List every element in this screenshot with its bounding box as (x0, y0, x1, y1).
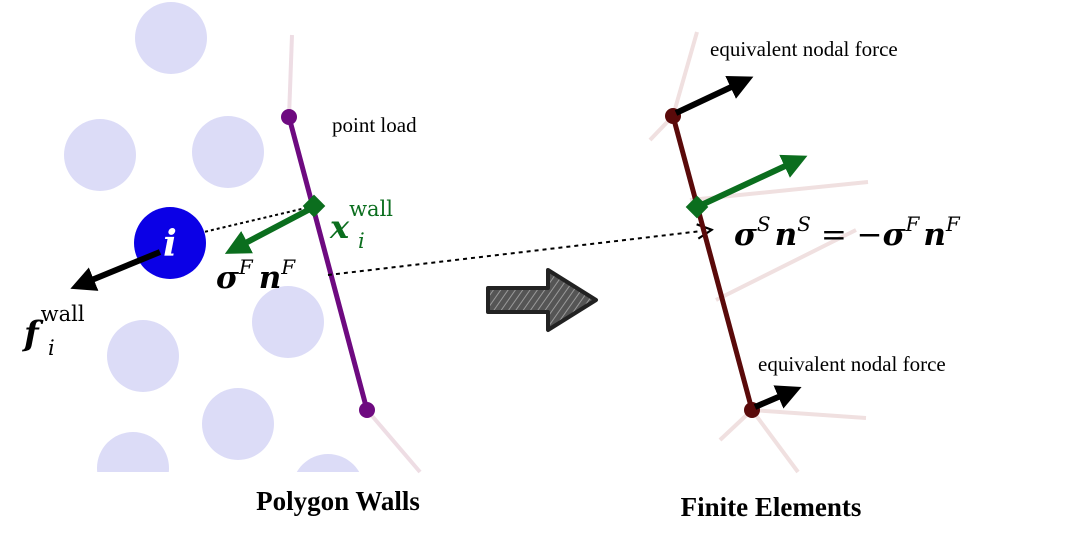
wall-continuation (287, 34, 422, 474)
element-edge (670, 115, 755, 411)
particle-field (64, 2, 360, 472)
element-traction-arrow (695, 154, 808, 210)
particle (192, 116, 264, 188)
particle (252, 286, 324, 358)
wall-vertex (281, 109, 297, 125)
nodal-force-arrow-bottom (753, 385, 802, 410)
right-panel: equivalent nodal force equivalent nodal … (648, 31, 961, 522)
particle (202, 388, 274, 460)
big-right-arrow-icon (486, 268, 598, 332)
wall-force-arrow (70, 249, 162, 291)
particle (107, 320, 179, 392)
nodal-force-arrow-top (674, 75, 754, 116)
point-load-label: point load (332, 113, 417, 137)
particle (296, 454, 360, 472)
polygon-wall-segment (286, 116, 370, 411)
wall-vertex (359, 402, 375, 418)
dotted-transfer-arrow-icon (327, 230, 710, 276)
particle (97, 432, 169, 472)
transfer (327, 230, 710, 332)
traction-arrow (224, 205, 314, 254)
right-caption: Finite Elements (681, 492, 862, 522)
particle-label: i (163, 223, 177, 265)
particle (135, 2, 207, 74)
particle-i (134, 207, 206, 279)
nodal-force-label-top: equivalent nodal force (710, 37, 898, 61)
particle (64, 119, 136, 191)
left-caption: Polygon Walls (256, 486, 420, 516)
nodal-force-label-bottom: equivalent nodal force (758, 352, 946, 376)
